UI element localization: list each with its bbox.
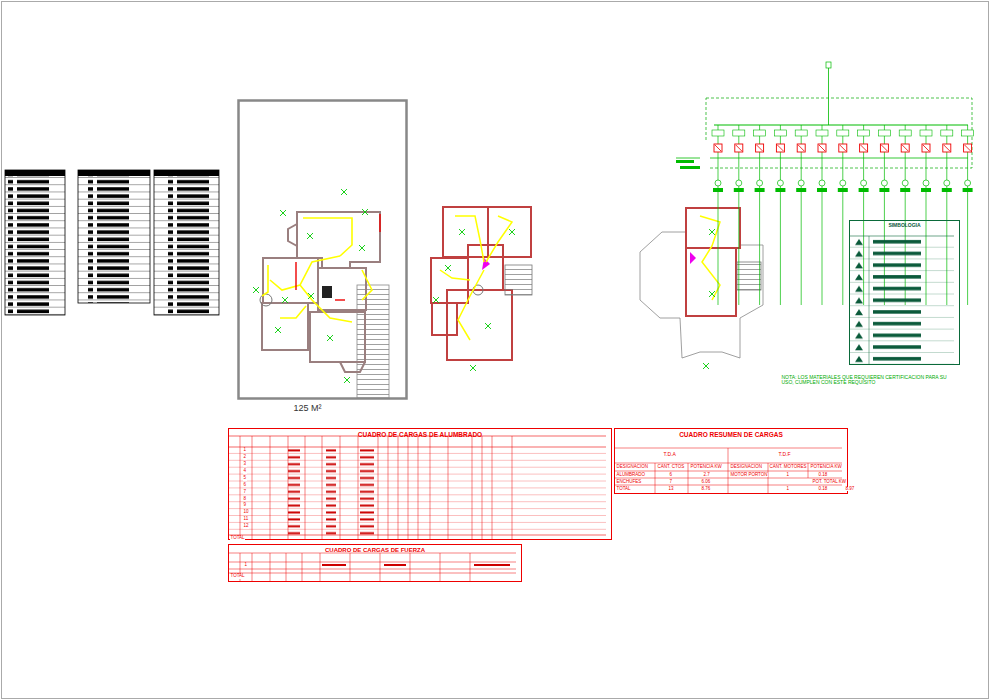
- table-cell: 8: [243, 497, 247, 502]
- table-cell: T.D.F: [778, 452, 791, 457]
- table-cell: 2.7: [703, 473, 710, 478]
- table-cell: 5: [243, 476, 247, 481]
- table-cell: TOTAL: [230, 536, 245, 541]
- table-cell: MOTOR PORTON: [730, 473, 768, 478]
- table-cell: 1: [243, 448, 247, 453]
- table-cell: 7: [669, 480, 673, 485]
- table-cell: 9: [243, 503, 247, 508]
- table-cell: 0.18: [818, 473, 828, 478]
- table-cell: 13: [668, 487, 674, 492]
- table-cell: POT. TOTAL KW: [812, 480, 847, 485]
- table-cell: DESIGNACION: [616, 465, 649, 470]
- table-cell: T.D.A: [663, 452, 676, 457]
- table-cell: 2: [243, 455, 247, 460]
- table-cell: 6: [669, 473, 673, 478]
- table-cell: POTENCIA KW: [690, 465, 722, 470]
- table-cell: CANT. MOTORES: [769, 465, 807, 470]
- table-title: SIMBOLOGIA: [850, 221, 959, 228]
- table-cell: 8.97: [845, 487, 855, 492]
- table-cell: 7: [243, 490, 247, 495]
- table-title: CUADRO RESUMEN DE CARGAS: [615, 429, 847, 438]
- table-cell: ENCHUFES: [616, 480, 642, 485]
- table-cell: POTENCIA KW: [810, 465, 842, 470]
- note-text: NOTA: LOS MATERIALES QUE REQUIEREN CERTI…: [781, 375, 960, 386]
- table-cell: 8.76: [701, 487, 711, 492]
- legend-box: SIMBOLOGIA: [849, 220, 960, 365]
- table-title: CUADRO DE CARGAS DE FUERZA: [229, 545, 521, 553]
- table-cell: ALUMBRADO: [616, 473, 646, 478]
- table-cell: DESIGNACION: [730, 465, 763, 470]
- table-cell: 0.18: [818, 487, 828, 492]
- table-cell: 3: [243, 462, 247, 467]
- table-cell: 6.06: [701, 480, 711, 485]
- table-cell: 4: [243, 469, 247, 474]
- table-cell: 1: [786, 473, 790, 478]
- table-cell: TOTAL: [616, 487, 631, 492]
- load-table: CUADRO DE CARGAS DE ALUMBRADO: [228, 428, 612, 540]
- table-cell: 12: [243, 524, 249, 529]
- table-cell: 11: [243, 517, 249, 522]
- table-cell: 10: [243, 510, 249, 515]
- table-cell: TOTAL: [230, 574, 245, 579]
- area-label: 125 M²: [293, 404, 322, 413]
- table-cell: 1: [244, 563, 248, 568]
- load-table: CUADRO DE CARGAS DE FUERZA: [228, 544, 522, 582]
- table-cell: 1: [786, 487, 790, 492]
- table-cell: 6: [243, 483, 247, 488]
- table-cell: CANT. CTOS: [657, 465, 685, 470]
- table-title: CUADRO DE CARGAS DE ALUMBRADO: [229, 429, 611, 438]
